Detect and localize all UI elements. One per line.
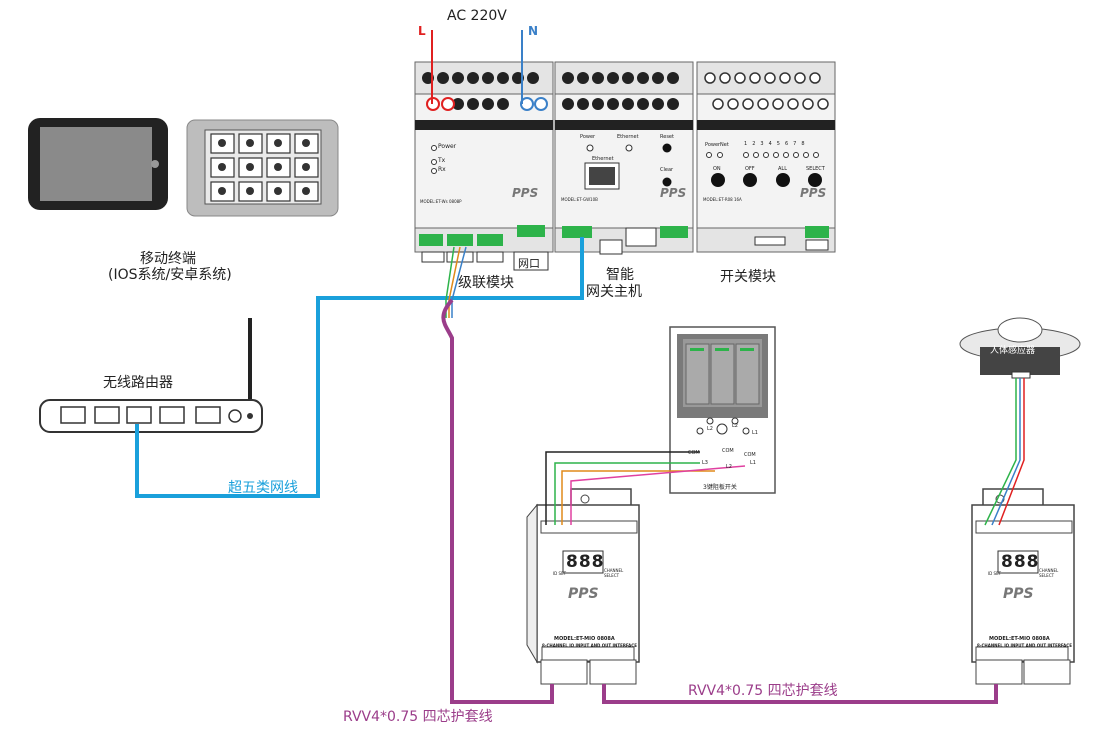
switch-channel-7: 7: [793, 141, 802, 147]
switch-all-button-label: ALL: [778, 166, 787, 172]
gateway-label-1: 智能: [606, 267, 634, 283]
gateway-clear-label: Clear: [660, 167, 674, 173]
io-right-channel-select: CHANNEL SELECT: [1039, 568, 1059, 578]
ac-power-title: AC 220V: [447, 8, 507, 24]
wall-switch-led-l2b: L2: [732, 423, 738, 429]
io-left-brand: PPS: [568, 586, 599, 602]
switch-channel-5: 5: [776, 141, 785, 147]
io-left-channel-select: CHANNEL SELECT: [604, 568, 624, 578]
wall-switch-term-l1: L1: [750, 460, 756, 466]
gateway-module: [554, 61, 694, 255]
gateway-ethernet-led-label: Ethernet: [617, 134, 639, 140]
switch-channel-3: 3: [760, 141, 769, 147]
rvv-cable-right-label: RVV4*0.75 四芯护套线: [688, 683, 838, 699]
io-left-desc: 8-CHANNEL IO INPUT AND OUT INTERFACE: [542, 643, 637, 648]
cascade-model-label: MODEL:ET-Ws 0808P: [420, 199, 462, 204]
cascade-rx-led-label: Rx: [438, 166, 446, 173]
neutral-label: N: [528, 24, 539, 38]
live-label: L: [418, 24, 426, 38]
io-module-left: [526, 488, 640, 685]
network-cable-label: 超五类网线: [228, 480, 298, 496]
io-left-id-set: ID SET: [553, 571, 567, 576]
gateway-reset-label: Reset: [660, 134, 674, 140]
io-left-display: 888: [566, 552, 605, 572]
touch-panel-device: [186, 119, 339, 217]
rvv-cable-right: [602, 684, 998, 704]
switch-model-label: MODEL:ET-R08 16A: [703, 197, 742, 202]
tablet-device: [28, 118, 168, 210]
wall-switch-term-com3: COM: [744, 452, 756, 458]
wall-switch-panel: [669, 326, 776, 494]
cascade-module-label: 级联模块: [458, 275, 514, 291]
wall-switch-caption: 3键阻板开关: [703, 484, 737, 491]
motion-sensor-device: [959, 317, 1081, 379]
mobile-terminal-label: 移动终端: [140, 251, 196, 267]
switch-net-led-label: Net: [720, 142, 729, 148]
cascade-tx-led-label: Tx: [438, 157, 446, 164]
wall-switch-led-l1: L1: [752, 430, 758, 436]
cascade-module: [414, 61, 554, 271]
switch-channel-numbers: 12345678: [744, 141, 810, 147]
wall-switch-term-com1: COM: [688, 450, 700, 456]
switch-off-button-label: OFF: [745, 166, 755, 172]
switch-wiring: [545, 451, 746, 525]
gateway-ethernet-port-label: Ethernet: [592, 156, 614, 162]
gateway-brand: PPS: [660, 186, 687, 200]
switch-channel-2: 2: [752, 141, 761, 147]
router-device: [39, 318, 263, 433]
rvv-cable-left: [441, 298, 554, 704]
io-right-id-set: ID SET: [988, 571, 1002, 576]
mobile-os-label: (IOS系统/安卓系统): [108, 267, 232, 283]
switch-select-button-label: SELECT: [806, 166, 825, 172]
switch-module: [696, 61, 836, 253]
switch-channel-6: 6: [784, 141, 794, 147]
switch-power-led-label: Power: [705, 142, 721, 148]
network-cable: [135, 237, 584, 498]
io-right-desc: 8-CHANNEL IO INPUT AND OUT INTERFACE: [977, 643, 1072, 648]
cascade-power-led-label: Power: [438, 143, 457, 150]
gateway-power-led-label: Power: [580, 134, 596, 140]
switch-on-button-label: ON: [713, 166, 721, 172]
switch-channel-8: 8: [801, 141, 810, 147]
motion-sensor-label: 人体感应器: [990, 346, 1036, 356]
cascade-brand: PPS: [512, 186, 539, 200]
io-module-right: [971, 488, 1075, 685]
sensor-wiring: [984, 378, 1025, 526]
switch-module-label: 开关模块: [720, 269, 776, 285]
gateway-label-2: 网关主机: [586, 284, 642, 300]
gateway-model-label: MODEL:ET-GW10B: [561, 197, 598, 202]
io-right-brand: PPS: [1003, 586, 1034, 602]
wall-switch-term-l2: L2: [726, 464, 732, 470]
io-right-display: 888: [1001, 552, 1040, 572]
network-port-label: 网口: [518, 257, 540, 270]
rvv-cable-left-label: RVV4*0.75 四芯护套线: [343, 709, 493, 725]
wall-switch-term-l3: L3: [702, 460, 708, 466]
router-label: 无线路由器: [103, 375, 173, 391]
io-right-model: MODEL:ET-MIO 0808A: [989, 636, 1050, 642]
switch-brand: PPS: [800, 186, 827, 200]
wall-switch-term-com2: COM: [722, 448, 734, 454]
io-left-model: MODEL:ET-MIO 0808A: [554, 636, 615, 642]
wall-switch-led-l2a: L2: [707, 426, 713, 432]
switch-channel-1: 1: [744, 141, 753, 147]
switch-channel-4: 4: [768, 141, 777, 147]
